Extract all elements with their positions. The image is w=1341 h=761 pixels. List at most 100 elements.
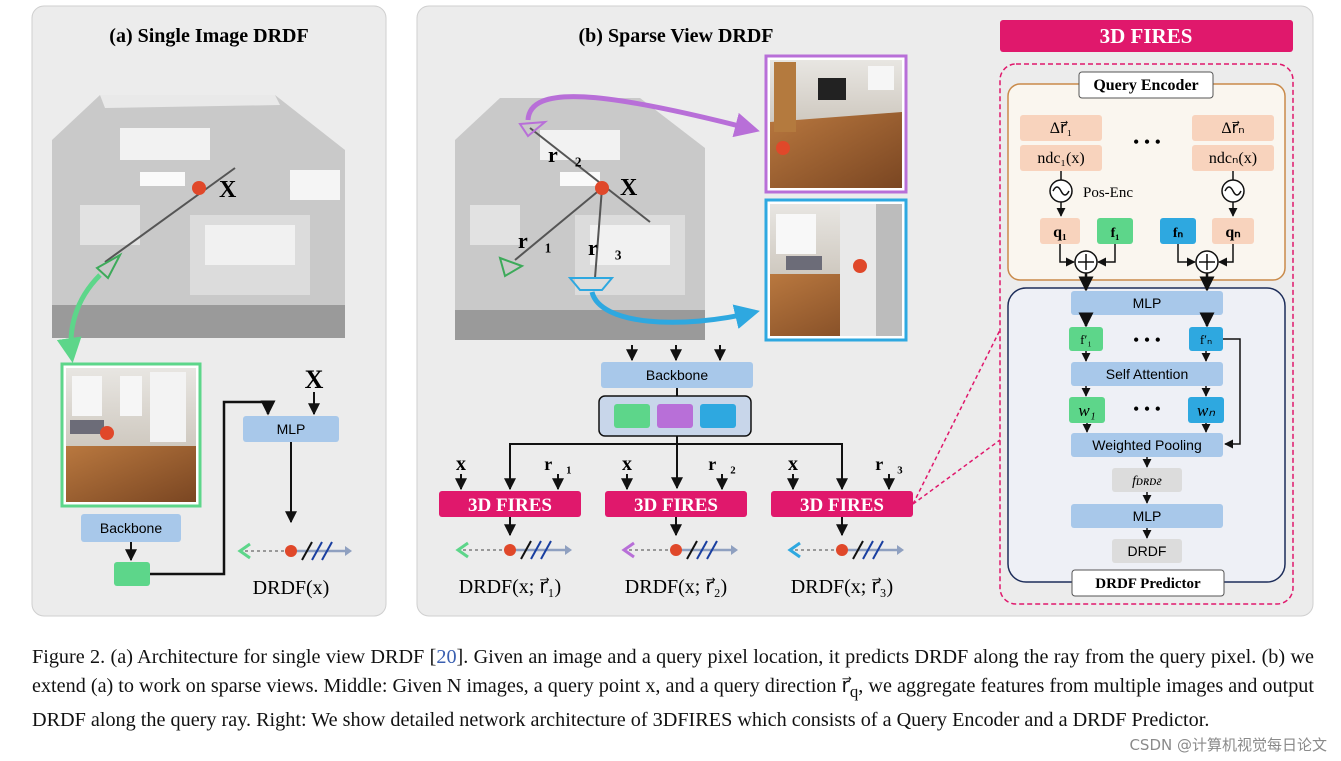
ray-line-b-2 bbox=[514, 187, 603, 261]
drdf-predictor-label-box bbox=[1071, 569, 1225, 597]
ndcN-box bbox=[1192, 145, 1274, 171]
camera-frustum-b3 bbox=[567, 277, 615, 291]
caption-subscript: q bbox=[849, 681, 859, 701]
fires-label-2: 3D FIRES bbox=[634, 495, 718, 516]
self-attention-box bbox=[1071, 362, 1223, 386]
feature-purple-b bbox=[657, 404, 693, 428]
camera-frustum-a bbox=[95, 252, 123, 280]
fires-label-3: 3D FIRES bbox=[800, 495, 884, 516]
delta-rN-box bbox=[1192, 115, 1274, 141]
caption-part-1: Figure 2. (a) Architecture for single vi… bbox=[32, 646, 437, 668]
fires-box-1 bbox=[439, 491, 581, 517]
drdf-output-a: DRDF(x) bbox=[253, 577, 330, 599]
caption-part-3: , we aggregate features from multiple im… bbox=[32, 674, 1315, 732]
self-attention-label: Self Attention bbox=[1106, 366, 1189, 382]
encoder-dots: • • • bbox=[1133, 132, 1161, 152]
fires-input-r-2: r⃗₂ bbox=[708, 454, 735, 474]
fires-label-1: 3D FIRES bbox=[468, 495, 552, 516]
fires-box-3 bbox=[771, 491, 913, 517]
delta-r1-label: Δr⃗₁ bbox=[1050, 120, 1072, 137]
f1-box bbox=[1097, 218, 1133, 244]
pos-enc-label: Pos-Enc bbox=[1083, 185, 1133, 201]
backbone-box-a bbox=[81, 514, 181, 542]
fN-prime-box bbox=[1189, 327, 1223, 351]
query-point-label-b: X bbox=[620, 175, 638, 201]
backbone-label-b: Backbone bbox=[646, 367, 708, 383]
panel-b-title: (b) Sparse View DRDF bbox=[579, 25, 774, 47]
w1-box bbox=[1069, 397, 1105, 423]
drdf-output-b3: DRDF(x; r⃗₃) bbox=[791, 576, 893, 598]
ray-label-r1: r⃗₁ bbox=[518, 228, 551, 253]
input-image-a bbox=[60, 362, 202, 508]
q1-label: q₁ bbox=[1053, 224, 1067, 241]
query-point-label-a: X bbox=[219, 177, 237, 203]
feature-sky-b bbox=[700, 404, 736, 428]
ndc1-box bbox=[1020, 145, 1102, 171]
mlp-label-c: MLP bbox=[1133, 295, 1162, 311]
weighted-pooling-box bbox=[1071, 433, 1223, 457]
arrow-camera-to-image-b3 bbox=[589, 291, 760, 329]
arrow-camera-to-image-a bbox=[56, 273, 102, 363]
fires-group-2: x r⃗₂ 3D FIRES DRDF(x; r⃗₂) bbox=[605, 453, 747, 598]
w1-label: w₁ bbox=[1078, 401, 1095, 420]
mlp2-box bbox=[1071, 504, 1223, 528]
fN-prime-label: f′ₙ bbox=[1200, 332, 1212, 347]
figure-caption: Figure 2. (a) Architecture for single vi… bbox=[32, 643, 1314, 735]
delta-r1-box bbox=[1020, 115, 1102, 141]
arrow-feature-to-mlp-a bbox=[150, 400, 276, 576]
predictor-dots-1: • • • bbox=[1133, 330, 1161, 350]
fires-input-r-1: r⃗₁ bbox=[544, 454, 571, 474]
wN-label: wₙ bbox=[1197, 401, 1215, 420]
room-mesh-b bbox=[455, 98, 705, 340]
fires-title-box bbox=[1000, 20, 1293, 52]
panel-a-title: (a) Single Image DRDF bbox=[109, 25, 308, 47]
backbone-label-a: Backbone bbox=[100, 520, 162, 536]
query-x-label-a: X bbox=[305, 365, 324, 394]
fires-group-3: x r⃗₃ 3D FIRES DRDF(x; r⃗₃) bbox=[771, 453, 913, 598]
mlp-box-c bbox=[1071, 291, 1223, 315]
fires-input-x-3: x bbox=[788, 453, 798, 475]
ndc1-label: ndc₁(x) bbox=[1037, 150, 1084, 167]
backbone-box-b bbox=[601, 362, 753, 388]
fires-title: 3D FIRES bbox=[1100, 24, 1193, 48]
predictor-dots-2: • • • bbox=[1133, 399, 1161, 419]
caption-citation-link[interactable]: 20 bbox=[436, 646, 457, 668]
fires-input-r-3: r⃗₃ bbox=[875, 454, 903, 474]
query-ray-a bbox=[104, 167, 236, 263]
fires-detail-frame bbox=[999, 63, 1294, 605]
qN-box bbox=[1212, 218, 1254, 244]
mlp-box-a bbox=[243, 416, 339, 442]
fires-group-1: x r⃗₁ 3D FIRES DRDF(x; r⃗₁) bbox=[439, 453, 581, 598]
drdf-label-c: DRDF bbox=[1128, 543, 1167, 559]
query-point-b bbox=[595, 181, 609, 195]
mlp2-label: MLP bbox=[1133, 508, 1162, 524]
f1-label: f₁ bbox=[1111, 226, 1120, 241]
input-image-b3 bbox=[764, 198, 908, 342]
drdf-box-c bbox=[1112, 539, 1182, 563]
architecture-figure: (a) Single Image DRDF X Backbone X MLP bbox=[31, 5, 1314, 617]
arrow-camera-to-image-b2 bbox=[525, 94, 760, 138]
f-drdf-label: fᴅʀᴅғ bbox=[1132, 474, 1162, 489]
camera-frustum-b2 bbox=[518, 120, 549, 138]
room-mesh-a bbox=[52, 95, 345, 338]
f1-prime-label: f′₁ bbox=[1080, 332, 1092, 347]
fN-label: fₙ bbox=[1173, 226, 1184, 241]
input-image-b2 bbox=[764, 54, 908, 194]
ndcN-label: ndcₙ(x) bbox=[1209, 150, 1257, 167]
watermark: CSDN @计算机视觉每日论文 bbox=[1129, 736, 1327, 754]
ray-label-r3: r⃗₃ bbox=[588, 235, 622, 260]
mlp-label-a: MLP bbox=[277, 421, 306, 437]
fires-input-x-2: x bbox=[622, 453, 632, 475]
query-encoder-label-box bbox=[1078, 71, 1214, 99]
query-point-a bbox=[192, 181, 206, 195]
query-encoder-label: Query Encoder bbox=[1093, 77, 1198, 94]
q1-box bbox=[1040, 218, 1080, 244]
query-encoder-frame bbox=[1007, 83, 1286, 281]
delta-rN-label: Δr⃗ₙ bbox=[1221, 120, 1244, 137]
camera-frustum-b1 bbox=[498, 256, 525, 278]
drdf-ray-a bbox=[237, 541, 352, 561]
fires-input-x-1: x bbox=[456, 453, 466, 475]
drdf-output-b1: DRDF(x; r⃗₁) bbox=[459, 576, 561, 598]
ray-label-r2: r⃗₂ bbox=[548, 142, 582, 167]
zoom-connector-top bbox=[912, 329, 1001, 505]
